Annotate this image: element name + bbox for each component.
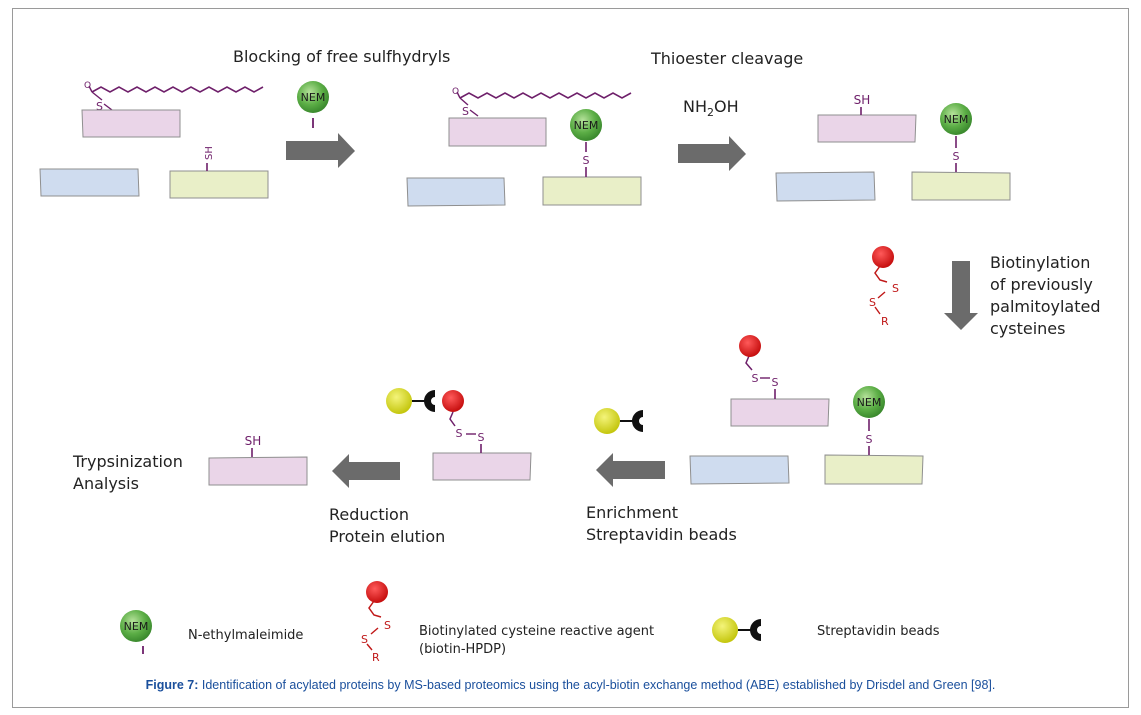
biotinylation-line-4: cysteines — [990, 319, 1066, 338]
sulfur-label-3: S — [583, 154, 590, 167]
state-eluted: SH — [208, 434, 308, 486]
legend-biotin-r: R — [372, 651, 380, 664]
protein-blue-2 — [406, 177, 506, 207]
enrichment-line-2: Streptavidin beads — [586, 525, 737, 544]
state-blocked: O S S NEM — [406, 87, 642, 207]
arrow-right-2 — [678, 136, 746, 171]
protein-blue-4 — [689, 455, 790, 485]
arrow-left-2 — [332, 454, 400, 488]
legend-biotin-s1: S — [384, 619, 391, 632]
enrichment-line-1: Enrichment — [586, 503, 679, 522]
step-biotinylation-label: Biotinylation of previously palmitoylate… — [990, 252, 1101, 340]
legend-biotin-label-2: (biotin-HPDP) — [419, 642, 507, 657]
oxygen-label-2: O — [452, 87, 459, 97]
protein-pink-3 — [817, 114, 917, 143]
step-blocking-label: Blocking of free sulfhydryls — [233, 47, 451, 66]
step-enrichment-label: Enrichment Streptavidin beads — [586, 502, 737, 546]
biotinylation-line-3: palmitoylated — [990, 297, 1101, 316]
reduction-line-1: Reduction — [329, 505, 409, 524]
legend-strep-icon — [711, 616, 762, 644]
legend-nem-label: N-ethylmaleimide — [188, 628, 304, 643]
protein-pink-6 — [208, 456, 308, 486]
sulfur-label-2: S — [462, 105, 469, 118]
arrow-right-1 — [286, 133, 355, 168]
oxygen-label: O — [84, 81, 91, 91]
nem-text: NEM — [301, 91, 326, 104]
reagent-nh2oh-label: NH2OH — [683, 97, 739, 120]
protein-green-4 — [824, 454, 924, 485]
nem-reagent: NEM — [297, 81, 329, 128]
nem-text-4: NEM — [857, 396, 882, 409]
sh-label: SH — [204, 146, 215, 160]
caption-prefix: Figure 7: — [145, 678, 199, 692]
nem-text-3: NEM — [944, 113, 969, 126]
protein-green-2 — [542, 176, 642, 206]
step-trypsinization-label: Trypsinization Analysis — [73, 451, 183, 495]
state-initial: O S SH — [39, 81, 269, 199]
palmitoyl-chain-2 — [459, 92, 632, 99]
s-label-8: S — [478, 431, 485, 444]
legend-biotin-icon: S S R — [361, 581, 391, 664]
strep-reagent — [593, 407, 644, 435]
legend-nem-icon: NEM — [120, 610, 152, 654]
s-label-6: S — [752, 372, 759, 385]
caption-text: Identification of acylated proteins by M… — [198, 678, 996, 692]
biotinylation-line-2: of previously — [990, 275, 1093, 294]
protein-pink-2 — [448, 117, 547, 147]
trypsinization-line-1: Trypsinization — [73, 452, 183, 471]
sh-label-6: SH — [245, 434, 262, 448]
biotin-s2: S — [869, 296, 876, 309]
figure-frame — [12, 8, 1129, 708]
s-label-5: S — [772, 376, 779, 389]
s-label-9: S — [456, 427, 463, 440]
legend-nem-text: NEM — [124, 620, 149, 633]
palmitoyl-chain — [91, 86, 264, 93]
trypsinization-line-2: Analysis — [73, 474, 139, 493]
state-biotinylated: S S S NEM — [689, 335, 924, 485]
step-thioester-label: Thioester cleavage — [651, 49, 804, 68]
protein-pink-4 — [730, 398, 830, 427]
protein-blue-3 — [775, 171, 876, 202]
step-reduction-label: Reduction Protein elution — [329, 504, 445, 548]
protein-green — [169, 170, 269, 199]
state-cleaved: SH S NEM — [775, 93, 1011, 202]
sh-label-3: SH — [854, 93, 871, 107]
arrow-left-1 — [596, 453, 665, 487]
reduction-line-2: Protein elution — [329, 527, 446, 546]
biotin-s1: S — [892, 282, 899, 295]
sulfur-label: S — [96, 100, 103, 113]
sulfur-label-4: S — [953, 150, 960, 163]
legend-biotin-label-1: Biotinylated cysteine reactive agent — [419, 624, 655, 639]
biotinylation-line-1: Biotinylation — [990, 253, 1091, 272]
s-label-7: S — [866, 433, 873, 446]
arrow-down — [944, 261, 978, 330]
protein-pink — [81, 109, 181, 138]
legend: NEM S S R — [120, 581, 762, 664]
protein-green-3 — [911, 171, 1011, 201]
figure-caption: Figure 7: Identification of acylated pro… — [0, 678, 1141, 692]
protein-pink-5 — [432, 452, 532, 481]
state-enriched: S S — [385, 387, 532, 481]
legend-strep-label: Streptavidin beads — [817, 624, 940, 639]
legend-biotin-s2: S — [361, 633, 368, 646]
biotin-r: R — [881, 315, 889, 328]
nem-text-2: NEM — [574, 119, 599, 132]
protein-blue — [39, 168, 140, 197]
biotin-reagent: S S R — [869, 246, 899, 328]
